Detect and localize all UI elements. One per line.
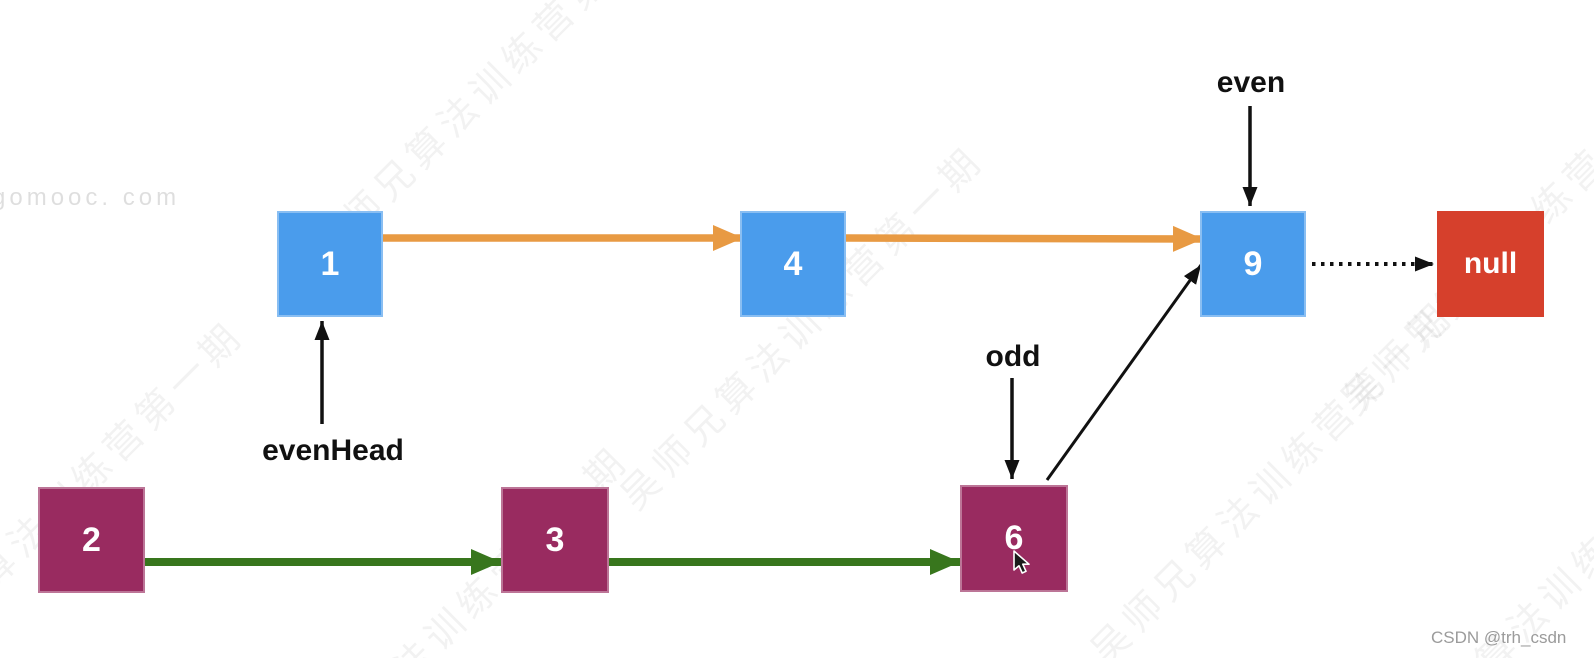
node-3-value: 3 — [545, 520, 565, 559]
node-6: 6 — [960, 485, 1068, 592]
odd-pointer-label: odd — [985, 340, 1041, 373]
node-4-value: 4 — [783, 244, 803, 283]
link-arrow-6-to-9 — [1045, 264, 1203, 481]
watermark-course-text: 吴师兄算法训练营第一期 — [1373, 398, 1594, 658]
mouse-cursor — [1013, 550, 1030, 574]
watermark-course-text: 吴师兄算法训练营第一期 — [0, 313, 254, 658]
watermark-course-text: 吴师兄算法训练营第一期 — [1083, 293, 1464, 658]
node-1-value: 1 — [320, 244, 340, 283]
node-6-value: 6 — [1004, 519, 1024, 557]
evenhead-pointer-label: evenHead — [262, 434, 404, 467]
node-3: 3 — [501, 487, 609, 593]
watermark-course-text: 吴师兄算法训练营第一期 — [613, 138, 994, 519]
watermark-site-text: gomooc. com — [0, 184, 181, 211]
csdn-credit-text: CSDN @trh_csdn — [1431, 628, 1567, 647]
node-null-value: null — [1463, 247, 1518, 280]
node-4: 4 — [740, 211, 846, 317]
node-null: null — [1437, 211, 1544, 317]
node-2-value: 2 — [82, 520, 101, 559]
node-9-value: 9 — [1243, 244, 1263, 283]
node-2: 2 — [38, 487, 145, 593]
link-arrow-4-to-9 — [845, 225, 1204, 252]
node-9: 9 — [1200, 211, 1306, 317]
node-1: 1 — [277, 211, 383, 317]
even-pointer-label: even — [1216, 66, 1286, 99]
